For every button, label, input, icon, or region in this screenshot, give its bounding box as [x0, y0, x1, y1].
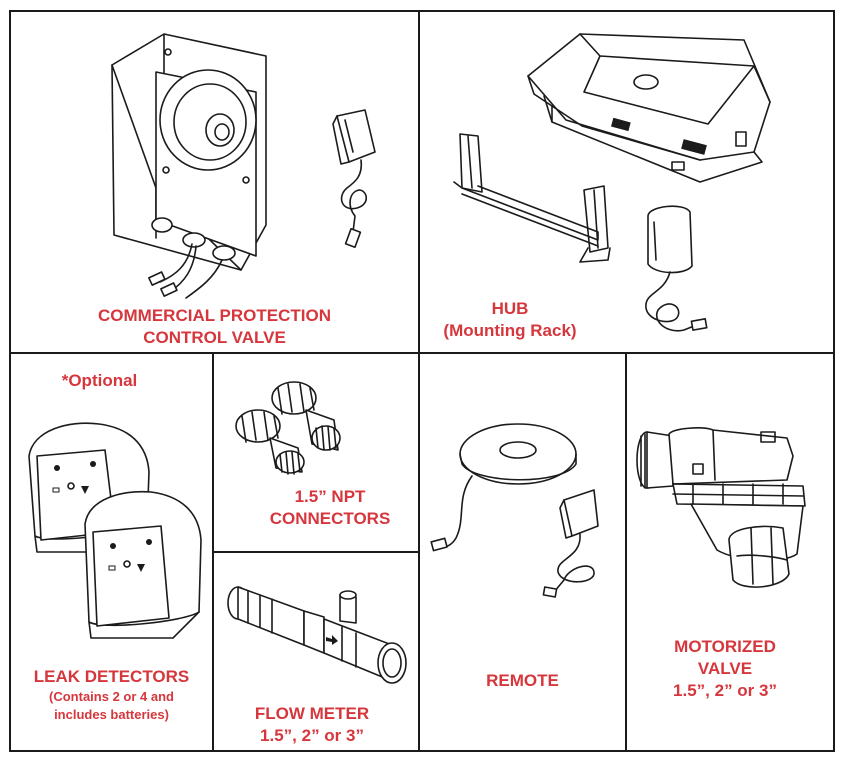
divider-connectors-flow — [212, 551, 420, 553]
remote-label: REMOTE — [486, 671, 559, 690]
motorized-label-line3: 1.5”, 2” or 3” — [673, 681, 777, 700]
control-valve-label: COMMERCIAL PROTECTION CONTROL VALVE — [11, 305, 418, 349]
control-valve-label-line2: CONTROL VALVE — [143, 328, 286, 347]
panel-npt-connectors: 1.5” NPT CONNECTORS — [214, 354, 418, 551]
hub-drawing — [522, 22, 778, 202]
flow-meter-label: FLOW METER 1.5”, 2” or 3” — [210, 703, 414, 747]
panel-control-valve: COMMERCIAL PROTECTION CONTROL VALVE — [11, 12, 418, 352]
mounting-rack-drawing — [448, 130, 618, 270]
panel-hub: HUB (Mounting Rack) — [420, 12, 835, 352]
control-valve-drawing — [96, 20, 286, 305]
leak-detectors-title: LEAK DETECTORS — [33, 667, 190, 686]
panel-motorized-valve: MOTORIZED VALVE 1.5”, 2” or 3” — [627, 354, 835, 752]
hub-label-line2: (Mounting Rack) — [443, 321, 577, 340]
npt-label-line2: CONNECTORS — [269, 509, 391, 528]
divider-top-vertical — [418, 10, 420, 352]
outer-frame — [9, 10, 835, 752]
divider-bottom-vertical-3 — [625, 352, 627, 752]
optional-note: *Optional — [61, 371, 138, 390]
flow-label-line1: FLOW METER — [254, 704, 370, 723]
power-adapter-drawing — [327, 104, 387, 254]
flow-meter-drawing — [224, 579, 410, 691]
hub-adapter-drawing — [634, 198, 714, 348]
leak-detectors-note: (Contains 2 or 4 and includes batteries) — [11, 688, 212, 724]
control-valve-label-line1: COMMERCIAL PROTECTION — [98, 306, 331, 325]
flow-label-line2: 1.5”, 2” or 3” — [260, 726, 364, 745]
panel-leak-detectors: *Optional LEAK DETECTORS (Contains 2 or … — [11, 354, 212, 752]
leak-detector-drawing — [19, 416, 209, 648]
hub-label-line1: HUB — [491, 299, 529, 318]
panel-remote: REMOTE — [420, 354, 625, 752]
motorized-label-line1: MOTORIZED — [674, 637, 776, 656]
npt-connectors-label: 1.5” NPT CONNECTORS — [228, 486, 432, 530]
motorized-valve-drawing — [633, 424, 829, 604]
remote-drawing — [426, 408, 606, 608]
motorized-valve-label: MOTORIZED VALVE 1.5”, 2” or 3” — [621, 636, 829, 702]
divider-middle-horizontal — [9, 352, 835, 354]
hub-label: HUB (Mounting Rack) — [390, 298, 630, 342]
panel-flow-meter: FLOW METER 1.5”, 2” or 3” — [214, 553, 418, 752]
leak-note-line1: (Contains 2 or 4 and — [49, 689, 174, 704]
npt-connector-drawing — [228, 372, 364, 476]
motorized-label-line2: VALVE — [697, 659, 753, 678]
npt-label-line1: 1.5” NPT — [294, 487, 366, 506]
leak-note-line2: includes batteries) — [54, 707, 169, 722]
